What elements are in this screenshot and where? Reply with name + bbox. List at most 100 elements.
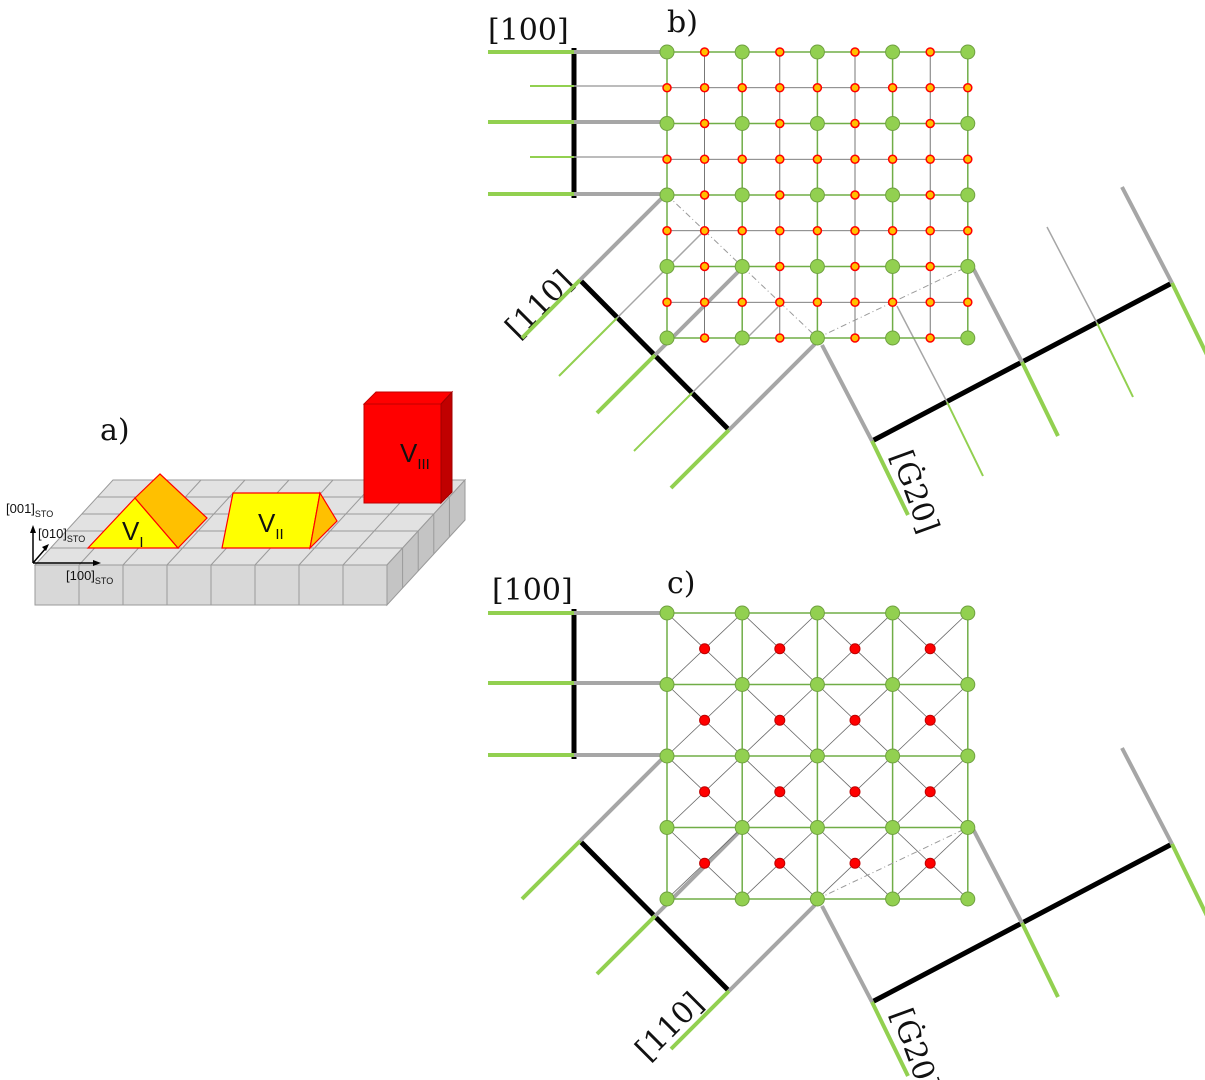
direction-110-green-step <box>520 278 582 340</box>
panel-b-direction-100: [100] <box>488 13 569 48</box>
variant-v3-block: VIII <box>362 390 454 505</box>
orange-lattice-atom <box>737 226 747 236</box>
panel-c-label: c) <box>667 566 696 601</box>
orange-lattice-atom <box>699 333 710 343</box>
green-lattice-atom <box>659 116 675 131</box>
red-center-atom <box>849 643 861 655</box>
guide-line <box>817 827 969 900</box>
orange-lattice-atom <box>775 154 785 164</box>
orange-lattice-atom <box>925 83 935 93</box>
orange-lattice-atom <box>850 47 860 57</box>
red-center-atom <box>699 714 711 726</box>
v3-label: VIII <box>400 438 430 473</box>
panel-c-edge-profiles <box>488 609 1205 1077</box>
orange-lattice-atom <box>963 226 973 236</box>
green-lattice-atom <box>960 330 976 346</box>
orange-lattice-atom <box>737 83 747 93</box>
direction-120-grey-terrace <box>970 265 1024 363</box>
orange-lattice-atom <box>662 297 672 307</box>
green-lattice-atom <box>659 820 675 835</box>
green-lattice-atom <box>885 677 901 692</box>
orange-lattice-atom <box>699 226 710 236</box>
green-lattice-atom <box>659 330 675 346</box>
v3-top-face <box>362 391 454 405</box>
orange-lattice-atom <box>925 297 935 307</box>
orange-lattice-atom <box>850 83 860 93</box>
green-lattice-atom <box>734 116 750 131</box>
green-lattice-atom <box>734 748 750 764</box>
red-center-atom <box>699 786 711 798</box>
red-center-atom <box>924 857 936 869</box>
orange-lattice-atom <box>925 47 935 57</box>
panel-b-lattice <box>659 44 976 346</box>
orange-lattice-atom <box>850 297 860 307</box>
direction-120-grey-terrace <box>896 305 948 403</box>
red-center-atom <box>699 857 711 869</box>
direction-110-grey-terrace <box>578 192 668 282</box>
direction-120-green-step <box>1170 843 1205 917</box>
green-lattice-atom <box>885 330 901 346</box>
green-lattice-atom <box>885 891 901 907</box>
green-lattice-atom <box>885 748 901 764</box>
green-lattice-atom <box>960 116 976 131</box>
orange-lattice-atom <box>963 154 973 164</box>
red-center-atom <box>924 643 936 655</box>
orange-lattice-atom <box>737 154 747 164</box>
orange-lattice-atom <box>775 47 785 57</box>
orange-lattice-atom <box>775 333 785 343</box>
orange-lattice-atom <box>925 261 935 272</box>
green-lattice-atom <box>809 259 825 274</box>
v2-side-face <box>309 491 338 550</box>
orange-lattice-atom <box>662 83 672 93</box>
substrate-side <box>386 478 466 607</box>
orange-lattice-atom <box>699 47 710 57</box>
orange-lattice-atom <box>925 154 935 164</box>
direction-110-green-step <box>669 989 731 1051</box>
green-lattice-atom <box>734 891 750 907</box>
red-center-atom <box>849 857 861 869</box>
panel-c-direction-110: [110] <box>629 986 711 1068</box>
direction-120-green-step <box>1170 282 1205 356</box>
green-lattice-atom <box>809 891 825 907</box>
green-lattice-atom <box>659 44 675 60</box>
v1-slope-face <box>134 473 208 549</box>
direction-110-grey-terrace <box>727 342 817 432</box>
green-lattice-atom <box>960 748 976 764</box>
green-lattice-atom <box>960 677 976 692</box>
direction-120-grey-terrace <box>820 905 874 1003</box>
axis-100-label: [100]STO <box>66 568 113 586</box>
direction-110-green-step <box>558 317 618 377</box>
red-center-atom <box>774 786 786 798</box>
direction-110-grey-terrace <box>727 903 817 993</box>
orange-lattice-atom <box>699 118 710 129</box>
green-lattice-atom <box>659 259 675 274</box>
green-lattice-atom <box>809 116 825 131</box>
green-lattice-atom <box>659 605 675 621</box>
orange-lattice-atom <box>812 83 823 93</box>
direction-110-green-step <box>595 353 657 415</box>
orange-lattice-atom <box>699 261 710 272</box>
green-lattice-atom <box>809 44 825 60</box>
red-center-atom <box>774 714 786 726</box>
direction-120-green-step <box>1096 322 1134 398</box>
green-lattice-atom <box>659 187 675 203</box>
orange-lattice-atom <box>662 226 672 236</box>
green-lattice-atom <box>734 259 750 274</box>
green-lattice-atom <box>885 116 901 131</box>
green-lattice-atom <box>809 605 825 621</box>
orange-lattice-atom <box>925 190 935 200</box>
direction-120-grey-terrace <box>820 344 874 442</box>
orange-lattice-atom <box>887 297 898 307</box>
red-center-atom <box>849 714 861 726</box>
red-center-atom <box>924 714 936 726</box>
orange-lattice-atom <box>963 297 973 307</box>
green-lattice-atom <box>960 605 976 621</box>
orange-lattice-atom <box>812 226 823 236</box>
variant-v2-prism: VII <box>221 491 338 550</box>
green-lattice-atom <box>885 820 901 835</box>
direction-110-grey-terrace <box>578 753 668 843</box>
panel-c-direction-100: [100] <box>492 573 573 608</box>
v1-label: VI <box>122 516 144 551</box>
orange-lattice-atom <box>775 297 785 307</box>
